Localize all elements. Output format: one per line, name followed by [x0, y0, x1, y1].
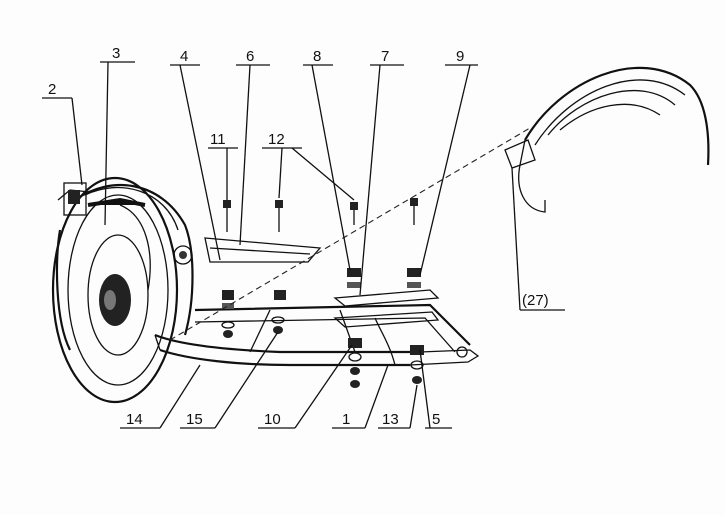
callout-13: 13: [382, 411, 399, 428]
rim: [87, 234, 149, 356]
callout-7: 7: [381, 48, 389, 65]
tyre-inner: [67, 194, 169, 386]
bolt-12b: [350, 202, 358, 225]
nuts-washers: [221, 268, 424, 388]
callout-8: 8: [313, 48, 321, 65]
lamp: [173, 245, 193, 265]
bracket-27: [504, 139, 536, 169]
spring-leaf-6: [204, 237, 322, 263]
bracket-2: [63, 182, 87, 216]
callout-3: 3: [112, 45, 120, 62]
callout-27: (27): [522, 292, 549, 309]
callout-14: 14: [126, 411, 143, 428]
assembly-dash-line: [169, 127, 531, 341]
bolt-12a: [275, 200, 283, 232]
plate-7: [333, 289, 440, 328]
callout-4: 4: [180, 48, 188, 65]
callout-11: 11: [210, 131, 226, 148]
callout-15: 15: [186, 411, 203, 428]
mudguard-27: [504, 66, 710, 213]
callout-12: 12: [268, 131, 285, 148]
tyre-outer: [51, 176, 179, 404]
bolt-11: [223, 200, 231, 232]
leader-lines: [42, 61, 565, 429]
callout-9: 9: [456, 48, 464, 65]
wheel-assembly: [51, 176, 179, 404]
callout-labels: 2 3 4 6 8 7 9 11 12 (27) 14 15 10 1 13 5: [48, 45, 549, 428]
callout-6: 6: [246, 48, 254, 65]
bolt-9: [410, 198, 418, 225]
hub-cap: [104, 290, 116, 310]
chassis-frame: [154, 303, 480, 367]
callout-1: 1: [342, 411, 350, 428]
mudguard-mounted: [63, 182, 194, 336]
callout-5: 5: [432, 411, 440, 428]
callout-2: 2: [48, 81, 56, 98]
callout-10: 10: [264, 411, 281, 428]
bolts: [223, 198, 418, 232]
